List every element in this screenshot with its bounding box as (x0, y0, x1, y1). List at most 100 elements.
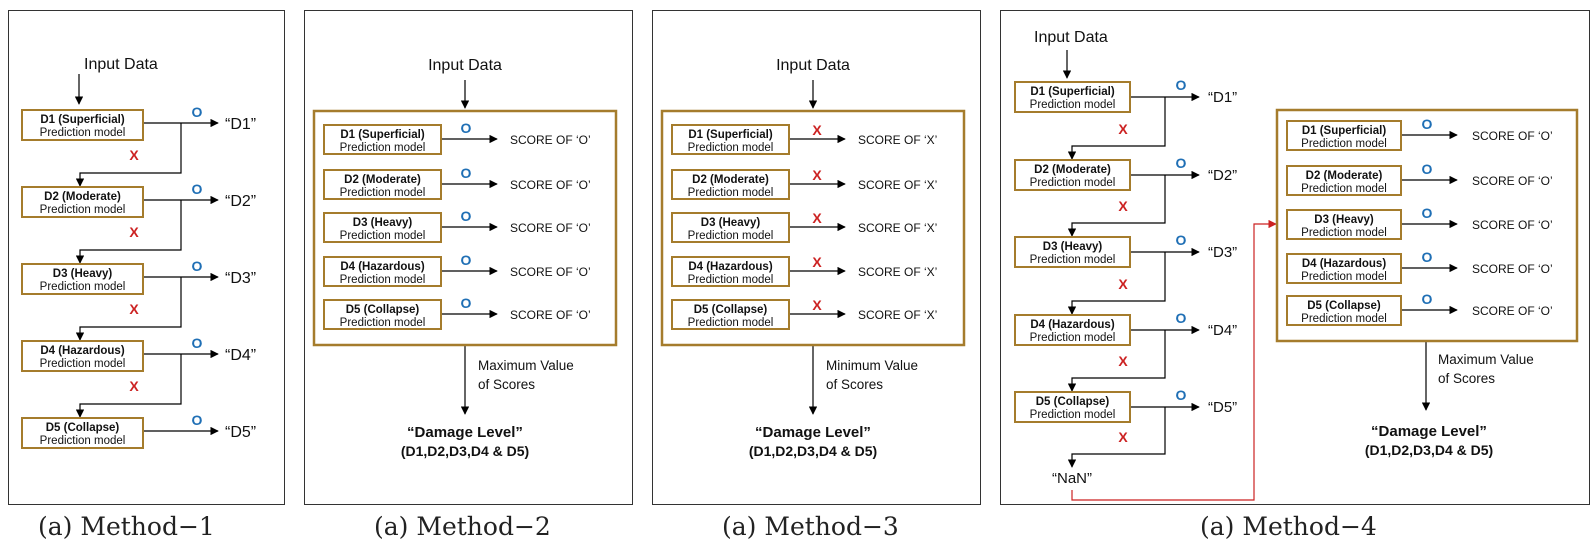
m1-x-mark-d2: X (129, 224, 139, 240)
m3-agg-line2: of Scores (826, 377, 883, 392)
m4-x-path-d5 (1067, 407, 1166, 468)
m4-box-d3-sub: Prediction model (1030, 254, 1116, 266)
m4-box-d2-name: D2 (Moderate) (1034, 164, 1111, 176)
m4-x-path-d3 (1067, 252, 1166, 315)
m4-result-d5: “D5” (1208, 399, 1237, 416)
m4-x-mark-d1: X (1118, 121, 1128, 137)
m4-damage-level-title: “Damage Level” (1371, 423, 1487, 440)
m4-box-d5 (1014, 391, 1131, 423)
panel-method-2-frame (304, 10, 633, 505)
m4-agg-line2: of Scores (1438, 371, 1495, 386)
m4-score-d2: SCORE OF ‘O’ (1472, 174, 1553, 188)
m3-box-d5-name: D5 (Collapse) (694, 304, 768, 316)
m4-box-d3-name: D3 (Heavy) (1043, 241, 1103, 253)
m4-pbox-d2-sub: Prediction model (1301, 183, 1387, 195)
m1-box-d2-sub: Prediction model (40, 204, 126, 216)
m1-o-mark-d3: O (192, 258, 203, 274)
m1-box-d1 (21, 109, 144, 141)
m2-box-d3 (323, 212, 442, 243)
m4-result-d4: “D4” (1208, 322, 1237, 339)
m3-box-d1 (671, 124, 790, 155)
m1-box-d2-name: D2 (Moderate) (44, 191, 121, 203)
m1-box-d1-sub: Prediction model (40, 127, 126, 139)
m4-result-d1: “D1” (1208, 89, 1237, 106)
m3-box-d4-sub: Prediction model (688, 274, 774, 286)
m4-p-o-mark-d2: O (1422, 161, 1433, 177)
m4-pbox-d5-name: D5 (Collapse) (1307, 300, 1381, 312)
m4-score-d3: SCORE OF ‘O’ (1472, 218, 1553, 232)
m1-box-d3 (21, 263, 144, 295)
m2-input-label: Input Data (428, 57, 502, 74)
m2-damage-level-classes: (D1,D2,D3,D4 & D5) (401, 443, 529, 459)
m4-box-d4-name: D4 (Hazardous) (1030, 319, 1115, 331)
m2-agg-line2: of Scores (478, 377, 535, 392)
m4-result-d2: “D2” (1208, 167, 1237, 184)
m3-x-mark-d1: X (812, 122, 822, 138)
m1-input-label: Input Data (84, 56, 158, 73)
m2-box-d5-sub: Prediction model (340, 317, 426, 329)
m4-x-path-d2 (1067, 175, 1166, 237)
m1-result-d2: “D2” (225, 193, 256, 210)
m3-box-d5 (671, 299, 790, 330)
m3-box-d2 (671, 169, 790, 200)
m4-pbox-d3 (1286, 209, 1402, 240)
m1-x-mark-d4: X (129, 378, 139, 394)
m4-input-label: Input Data (1034, 29, 1108, 46)
m4-x-path-d1 (1067, 97, 1166, 160)
m1-result-d1: “D1” (225, 116, 256, 133)
m4-pbox-d3-name: D3 (Heavy) (1314, 214, 1374, 226)
m3-group-frame (660, 109, 966, 347)
m1-result-d4: “D4” (225, 347, 256, 364)
connector-lines (74, 50, 1458, 501)
m1-box-d4 (21, 340, 144, 372)
m4-box-d1-sub: Prediction model (1030, 99, 1116, 111)
caption-method-4: (a) Method−4 (1200, 512, 1377, 541)
m4-p-o-mark-d4: O (1422, 249, 1433, 265)
m4-pbox-d5-sub: Prediction model (1301, 313, 1387, 325)
m2-score-d2: SCORE OF ‘O’ (510, 178, 591, 192)
m3-box-d3-sub: Prediction model (688, 230, 774, 242)
m1-box-d2 (21, 186, 144, 218)
m3-damage-level-title: “Damage Level” (755, 424, 871, 441)
m2-score-d5: SCORE OF ‘O’ (510, 308, 591, 322)
model-boxes (21, 81, 1579, 449)
m1-box-d1-name: D1 (Superficial) (40, 114, 125, 126)
m2-o-mark-d4: O (461, 252, 472, 268)
m4-x-mark-d5: X (1118, 429, 1128, 445)
caption-method-1: (a) Method−1 (38, 512, 215, 541)
m2-box-d2-sub: Prediction model (340, 187, 426, 199)
m1-box-d4-name: D4 (Hazardous) (40, 345, 125, 357)
m4-group-frame (1275, 108, 1579, 343)
m4-pbox-d5 (1286, 295, 1402, 326)
m4-box-d1-name: D1 (Superficial) (1030, 86, 1115, 98)
m2-score-d3: SCORE OF ‘O’ (510, 221, 591, 235)
m1-o-mark-d1: O (192, 104, 203, 120)
m4-score-d4: SCORE OF ‘O’ (1472, 262, 1553, 276)
m4-p-o-mark-d1: O (1422, 116, 1433, 132)
m1-result-d3: “D3” (225, 270, 256, 287)
m3-box-d2-sub: Prediction model (688, 187, 774, 199)
m4-nan-label: “NaN” (1052, 470, 1092, 487)
m3-box-d1-sub: Prediction model (688, 142, 774, 154)
caption-method-3: (a) Method−3 (722, 512, 899, 541)
m1-x-mark-d1: X (129, 147, 139, 163)
m4-o-mark-d2: O (1176, 155, 1187, 171)
m2-o-mark-d5: O (461, 295, 472, 311)
m1-x-mark-d3: X (129, 301, 139, 317)
m2-box-d1 (323, 124, 442, 155)
m4-box-d4-sub: Prediction model (1030, 332, 1116, 344)
m2-box-d4-name: D4 (Hazardous) (340, 261, 425, 273)
m4-o-mark-d3: O (1176, 232, 1187, 248)
m3-agg-line1: Minimum Value (826, 358, 918, 373)
m2-box-d1-sub: Prediction model (340, 142, 426, 154)
m3-score-d1: SCORE OF ‘X’ (858, 133, 937, 147)
m4-result-d3: “D3” (1208, 244, 1237, 261)
m4-o-mark-d5: O (1176, 387, 1187, 403)
m2-box-d4 (323, 256, 442, 287)
m1-box-d3-sub: Prediction model (40, 281, 126, 293)
m4-box-d4 (1014, 314, 1131, 346)
m4-pbox-d1-sub: Prediction model (1301, 138, 1387, 150)
m4-box-d2 (1014, 159, 1131, 191)
m2-box-d3-sub: Prediction model (340, 230, 426, 242)
m1-o-mark-d5: O (192, 412, 203, 428)
